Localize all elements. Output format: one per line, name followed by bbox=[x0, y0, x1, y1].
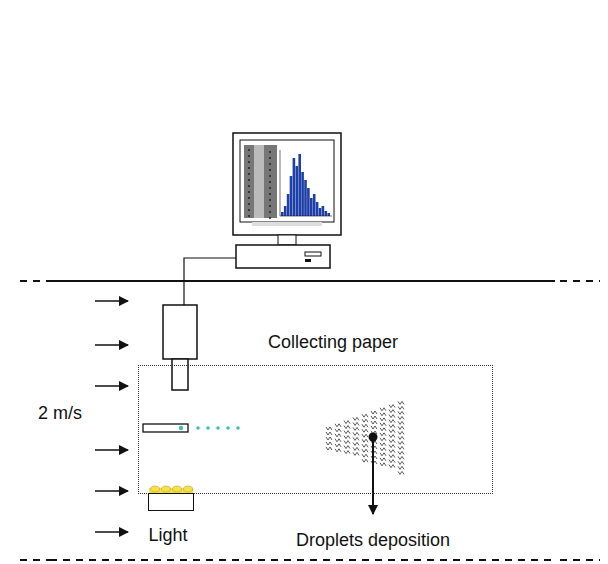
region-outline bbox=[138, 365, 493, 494]
nozzle bbox=[143, 424, 188, 432]
flow-speed-label: 2 m/s bbox=[38, 403, 82, 424]
deposition-arrow bbox=[372, 437, 374, 514]
flow-arrow bbox=[95, 301, 128, 532]
droplet-jet bbox=[196, 426, 240, 430]
deposition-label: Droplets deposition bbox=[296, 530, 450, 551]
region-label: Collecting paper bbox=[268, 332, 398, 353]
light-source: Light bbox=[140, 491, 200, 547]
tunnel-wall bbox=[20, 281, 600, 560]
collecting-paper-region: Collecting paper bbox=[138, 330, 493, 493]
light-label: Light bbox=[148, 525, 187, 546]
droplet-plume bbox=[326, 401, 404, 474]
computer bbox=[233, 133, 341, 268]
image-droplets bbox=[248, 149, 271, 219]
histogram bbox=[280, 150, 332, 216]
camera-cable bbox=[184, 258, 236, 305]
light-box bbox=[148, 493, 194, 511]
camera bbox=[163, 305, 197, 390]
